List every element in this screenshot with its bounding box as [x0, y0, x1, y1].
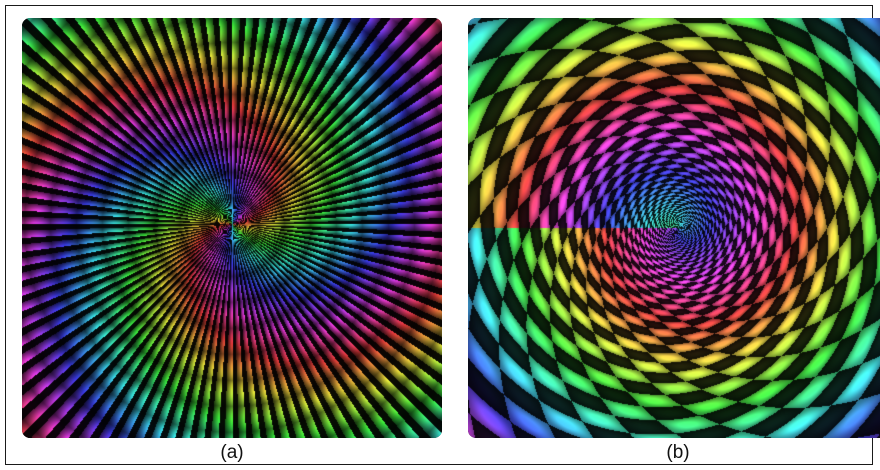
panel-b-image	[468, 18, 880, 438]
panel-a-caption: (a)	[220, 442, 244, 463]
panel-a-image	[22, 18, 442, 438]
panel-b-caption: (b)	[666, 442, 690, 463]
figure-frame: (a) (b)	[5, 5, 880, 465]
spiral-pattern	[468, 18, 880, 438]
radial-concentric-pattern	[22, 18, 442, 438]
